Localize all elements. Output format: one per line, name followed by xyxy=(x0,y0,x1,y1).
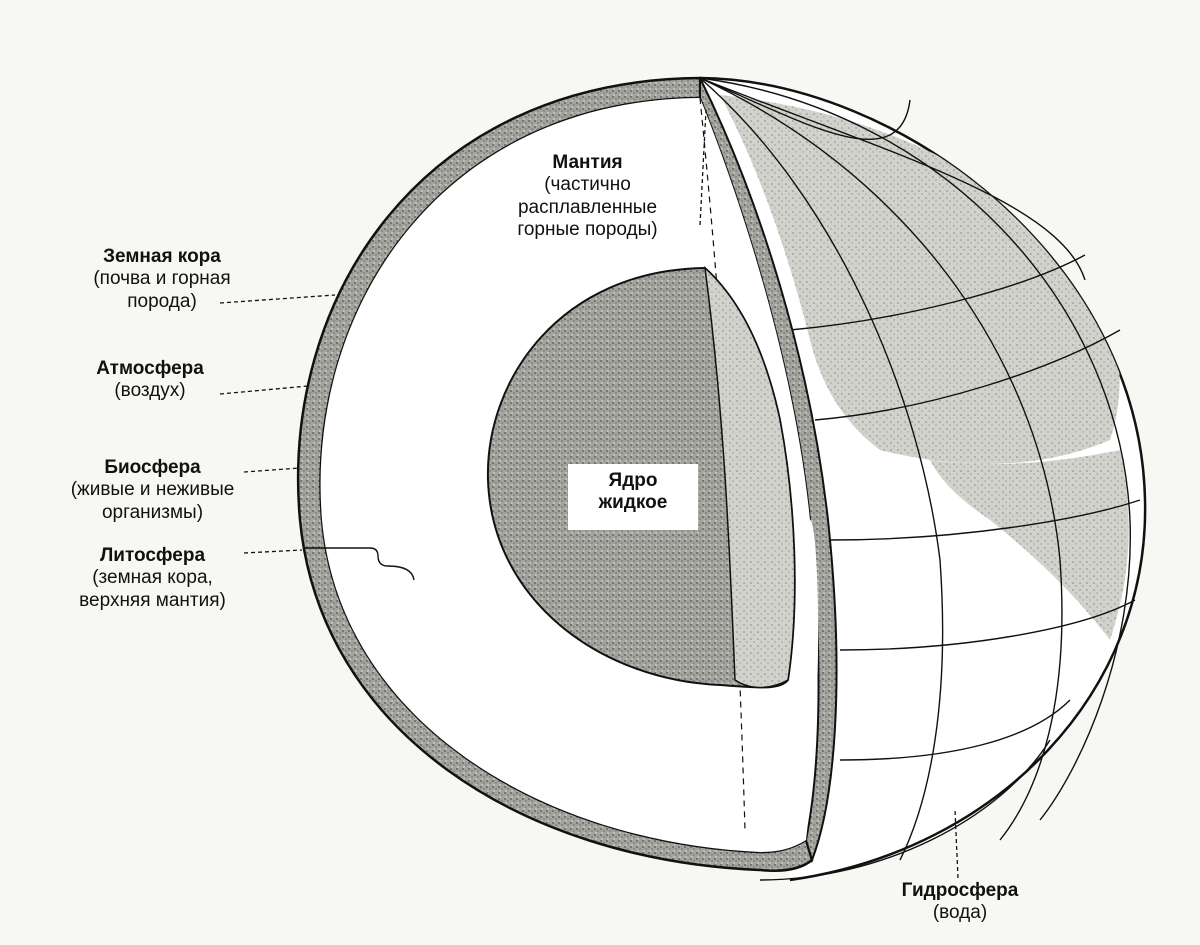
core-cut-face xyxy=(703,266,796,689)
core-line1: Ядро xyxy=(608,470,658,491)
crust-line2: порода) xyxy=(127,290,197,312)
atmosphere-leader xyxy=(219,385,309,395)
mantle-line2: расплавленные xyxy=(517,196,658,218)
lithosphere-leader xyxy=(243,549,303,554)
label-biosphere: Биосфера (живые и неживые организмы) xyxy=(30,457,275,524)
label-lithosphere: Литосфера (земная кора, верхняя мантия) xyxy=(40,545,265,612)
biosphere-leader xyxy=(243,467,301,473)
hydrosphere-leader xyxy=(954,809,959,879)
label-atmosphere: Атмосфера (воздух) xyxy=(60,358,240,403)
atmosphere-title: Атмосфера xyxy=(96,358,204,379)
globe-grid-lines xyxy=(699,77,1141,881)
mantle-line3: горные породы) xyxy=(517,219,658,241)
crust-cut-edge xyxy=(699,77,838,864)
biosphere-line1: (живые и неживые xyxy=(70,479,235,501)
lithosphere-line1: (земная кора, xyxy=(92,567,213,589)
atmosphere-line1: (воздух) xyxy=(114,380,186,402)
crust-title: Земная кора xyxy=(103,246,221,267)
lithosphere-title: Литосфера xyxy=(99,545,206,566)
hydrosphere-title: Гидросфера xyxy=(901,880,1019,901)
lithosphere-brace xyxy=(305,547,415,581)
crust-leader xyxy=(219,294,336,304)
biosphere-title: Биосфера xyxy=(104,457,201,478)
biosphere-line2: организмы) xyxy=(101,501,204,523)
leader-lines xyxy=(219,109,959,879)
lithosphere-line2: верхняя мантия) xyxy=(79,589,226,611)
label-hydrosphere: Гидросфера (вода) xyxy=(875,880,1045,925)
label-core: Ядро жидкое xyxy=(568,464,698,530)
mantle-leader xyxy=(699,109,707,226)
continent-shading xyxy=(720,95,1129,640)
mantle-line1: (частично xyxy=(544,174,631,196)
mantle-title: Мантия xyxy=(552,152,623,173)
core-line2: жидкое xyxy=(598,491,668,513)
label-crust: Земная кора (почва и горная порода) xyxy=(52,246,272,313)
hydrosphere-line1: (вода) xyxy=(932,902,988,924)
crust-line1: (почва и горная xyxy=(93,268,231,290)
label-mantle: Мантия (частично расплавленные горные по… xyxy=(480,152,695,242)
